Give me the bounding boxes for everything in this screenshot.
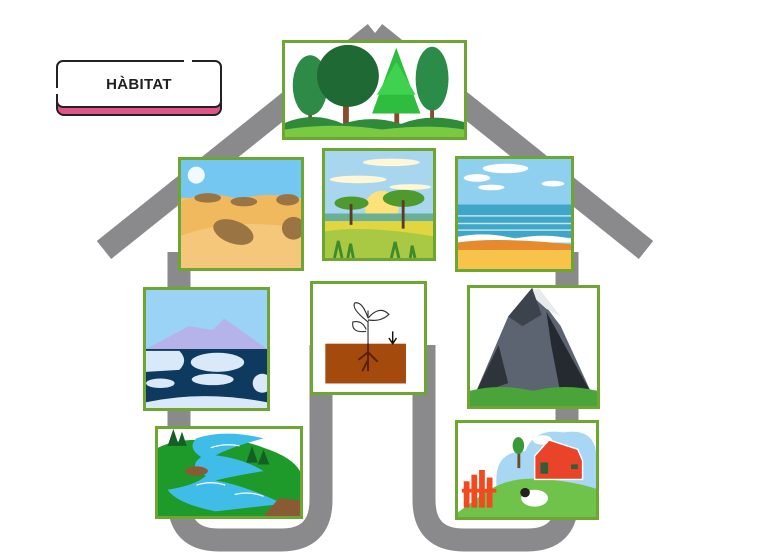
title-card: HÀBITAT <box>54 58 222 116</box>
polar-image <box>146 290 267 408</box>
habitat-card-desert[interactable] <box>178 157 304 271</box>
habitat-card-forest[interactable] <box>282 40 467 140</box>
river-image <box>158 429 300 516</box>
habitat-card-farm[interactable] <box>455 420 599 520</box>
habitat-card-plant-soil[interactable] <box>310 281 427 395</box>
plant-soil-image <box>313 284 424 392</box>
habitat-card-beach[interactable] <box>455 156 574 272</box>
habitat-card-mountain[interactable] <box>467 285 600 409</box>
title-card-face: HÀBITAT <box>56 60 222 108</box>
forest-image <box>285 43 464 137</box>
farm-image <box>458 423 596 517</box>
desert-image <box>181 160 301 268</box>
habitat-card-river[interactable] <box>155 426 303 519</box>
page-title: HÀBITAT <box>106 75 172 93</box>
beach-image <box>458 159 571 269</box>
mountain-image <box>470 288 597 406</box>
habitat-card-polar[interactable] <box>143 287 270 411</box>
savanna-image <box>325 151 433 258</box>
habitat-card-savanna[interactable] <box>322 148 436 261</box>
